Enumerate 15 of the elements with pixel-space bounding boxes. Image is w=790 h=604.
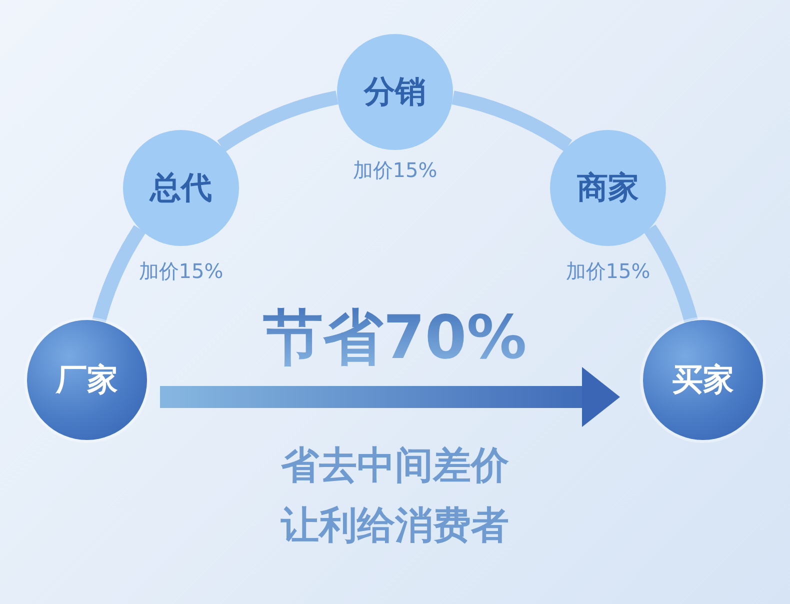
markup-note: 加价15% bbox=[352, 157, 438, 184]
slogan-line: 省去中间差价 bbox=[281, 442, 509, 489]
connector-arc bbox=[451, 90, 572, 152]
slogan-line: 让利给消费者 bbox=[281, 502, 509, 549]
connector-arc bbox=[92, 225, 146, 323]
node-label: 厂家 bbox=[56, 361, 118, 400]
markup-note: 加价15% bbox=[566, 258, 650, 285]
node-label: 商家 bbox=[577, 169, 639, 208]
markup-note: 加价15% bbox=[138, 258, 224, 285]
connector-arc bbox=[218, 90, 339, 152]
node-label: 买家 bbox=[672, 361, 734, 400]
node-label: 分销 bbox=[364, 73, 426, 112]
connector-arc bbox=[644, 224, 698, 323]
arrow bbox=[160, 367, 620, 427]
node-label: 总代 bbox=[150, 169, 212, 208]
